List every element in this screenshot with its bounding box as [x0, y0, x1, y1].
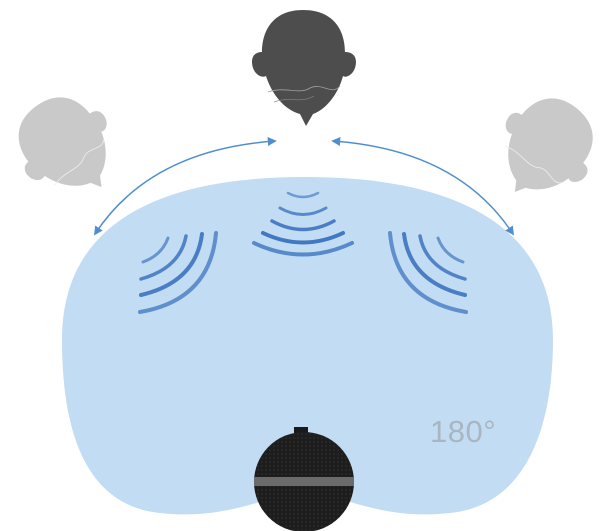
coverage-angle-label: 180°: [430, 414, 496, 450]
head-top-view-icon: [252, 10, 356, 126]
head-top-view-icon: [475, 79, 604, 221]
head-top-view-icon: [0, 77, 138, 219]
